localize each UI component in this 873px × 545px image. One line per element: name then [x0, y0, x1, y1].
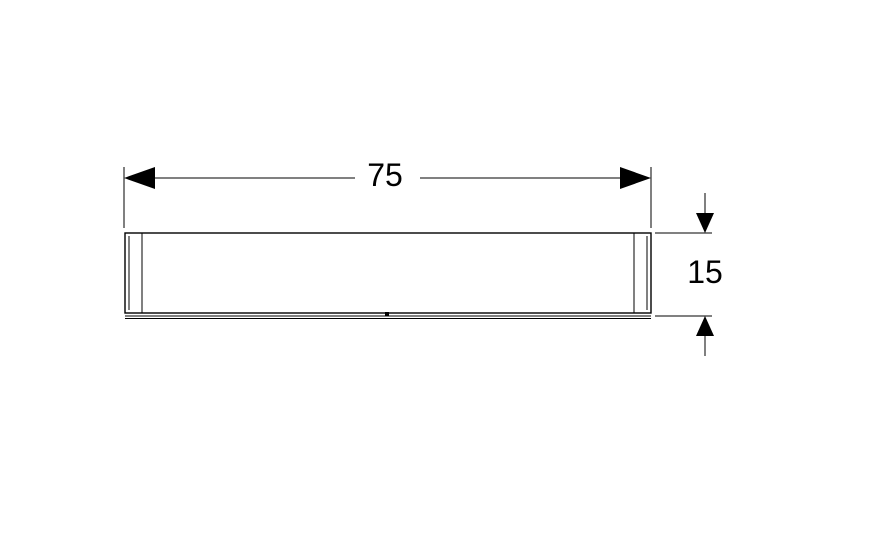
width-dimension: 75	[123, 157, 652, 228]
height-dimension: 15	[655, 193, 723, 356]
object-outline	[124, 232, 652, 319]
object-body	[124, 232, 652, 314]
height-dimension-label: 15	[687, 254, 723, 290]
height-arrow-top	[696, 213, 714, 233]
object-center-notch	[385, 312, 389, 316]
width-arrow-left	[124, 167, 155, 189]
width-arrow-right	[620, 167, 651, 189]
width-dimension-label: 75	[367, 157, 403, 193]
height-arrow-bottom	[696, 316, 714, 336]
